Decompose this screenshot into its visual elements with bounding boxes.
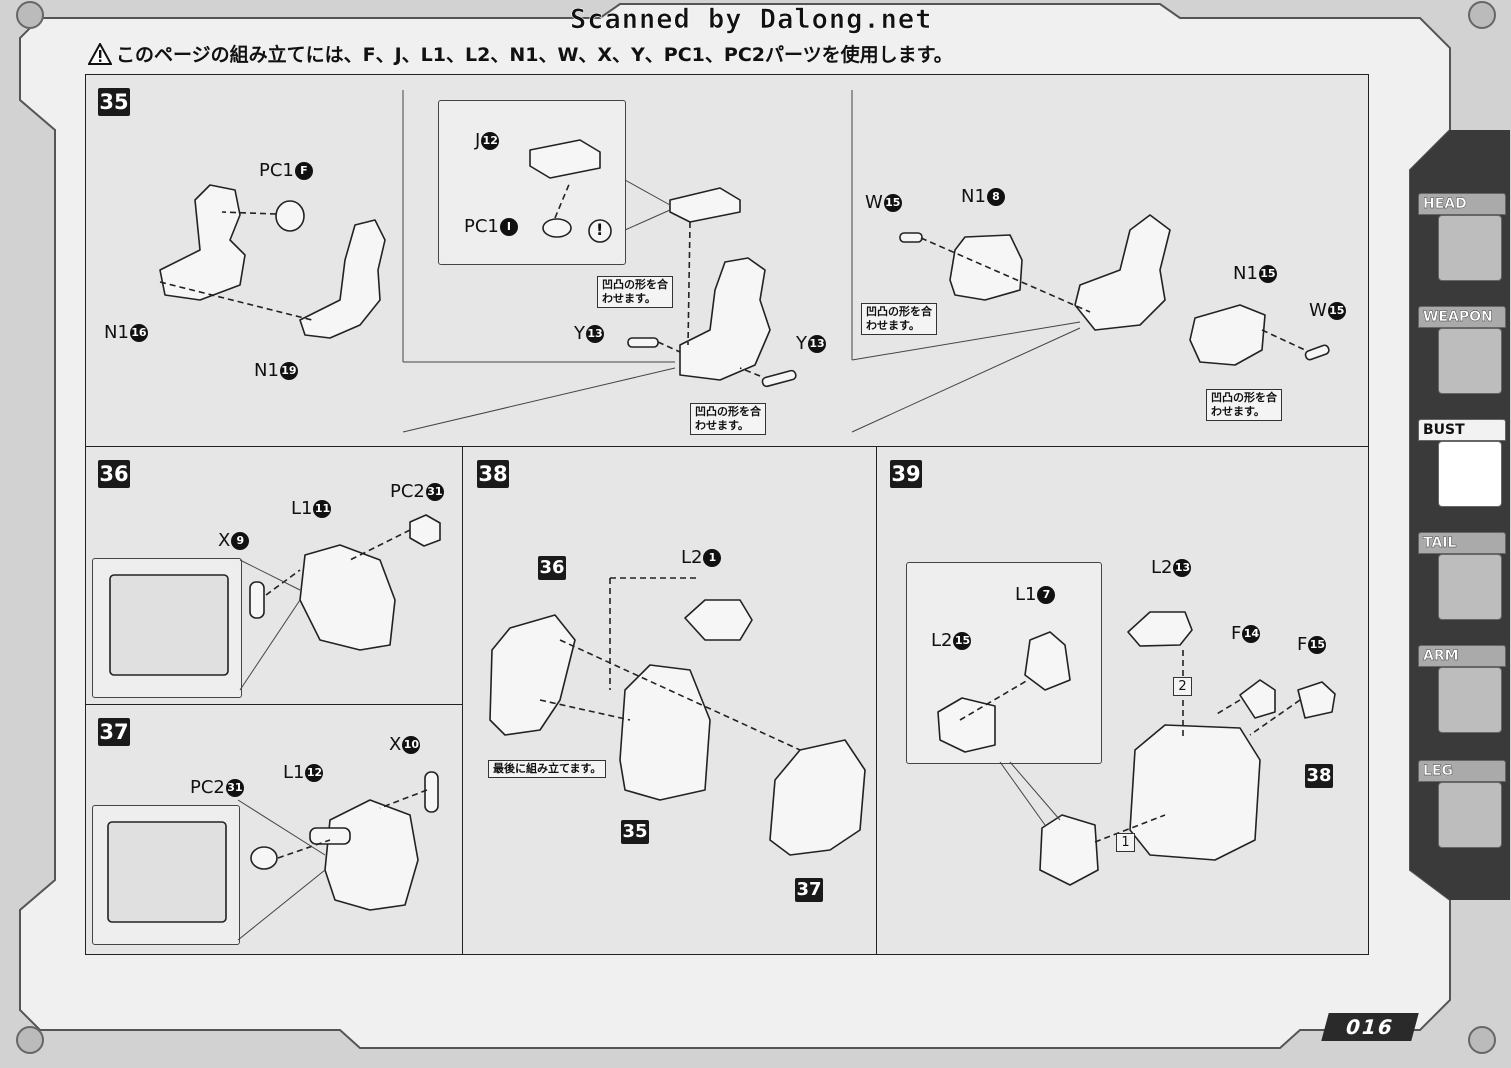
ref-36: 36 [538,556,566,580]
tab-weapon[interactable]: WEAPON [1418,306,1506,398]
corner-bolt-icon [1468,1,1496,29]
caution-heading: このページの組み立てには、F、J、L1、L2、N1、W、X、Y、PC1、PC2パ… [88,40,953,67]
leg-icon [1438,782,1502,848]
step-39-number: 39 [890,460,922,488]
warning-icon [88,43,112,65]
step-37-number: 37 [98,718,130,746]
l1-11-part [299,544,396,651]
tab-leg[interactable]: LEG [1418,760,1506,852]
pc1-i-part [542,218,572,238]
align-note: 凹凸の形を合 わせます。 [1206,389,1282,421]
tab-tail[interactable]: TAIL [1418,532,1506,624]
tab-arm[interactable]: ARM [1418,645,1506,737]
pc2-31-part [409,514,441,547]
caution-mark: ! [596,220,604,239]
step-36-number: 36 [98,460,130,488]
ref-35: 35 [621,820,649,844]
step-35-number: 35 [98,88,130,116]
order-number: 1 [1116,833,1135,852]
x-9-spring [249,581,265,619]
tail-icon [1438,554,1502,620]
align-note: 凹凸の形を合 わせます。 [597,276,673,308]
tab-bust[interactable]: BUST [1418,419,1506,511]
corner-bolt-icon [16,1,44,29]
align-note: 凹凸の形を合 わせます。 [690,403,766,435]
l2-1-part [684,599,753,641]
bust-icon [1438,441,1502,507]
order-number: 2 [1173,677,1192,696]
ref-38: 38 [1305,764,1333,788]
l2-13-part [1127,611,1193,647]
n1-15-part [1189,304,1266,366]
last-assemble-note: 最後に組み立てます。 [488,760,607,778]
l1-12-part [324,799,419,911]
ref-37: 37 [795,878,823,902]
n1-8-part [949,234,1023,301]
pc1-cap [275,200,305,232]
scan-credit: Scanned by Dalong.net [570,4,933,36]
n1-19-part [299,219,386,339]
arm-icon [1438,667,1502,733]
weapon-icon [1438,328,1502,394]
step-38-number: 38 [477,460,509,488]
caution-icon [588,219,612,243]
align-note: 凹凸の形を合 わせます。 [861,303,937,335]
page-number: 016 [1321,1013,1419,1041]
caution-text: このページの組み立てには、F、J、L1、L2、N1、W、X、Y、PC1、PC2パ… [116,44,953,66]
corner-bolt-icon [16,1026,44,1054]
corner-bolt-icon [1468,1026,1496,1054]
head-icon [1438,215,1502,281]
tab-head[interactable]: HEAD [1418,193,1506,285]
j-12-part [529,139,601,179]
x-10-spring [424,771,439,813]
n1-16-part [159,184,246,301]
